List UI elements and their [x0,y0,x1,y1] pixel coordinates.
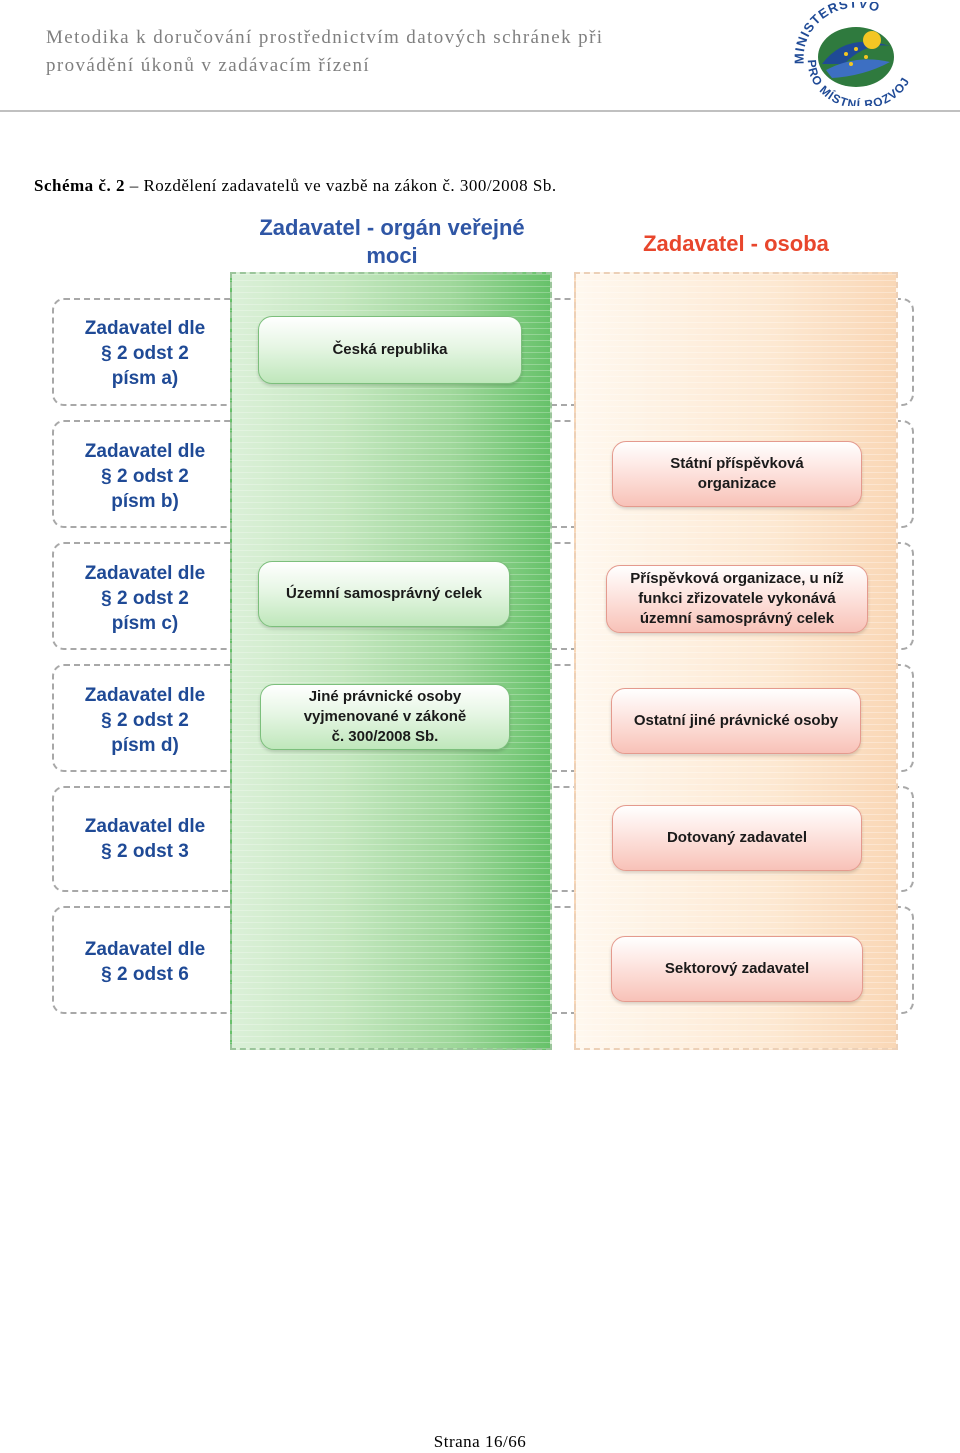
header-line-2: provádění úkonů v zadávacím řízení [46,55,371,76]
row-label-odst6: Zadavatel dle§ 2 odst 6 [84,939,206,985]
header-divider [0,110,960,112]
box-ceska-republika: Česká republika [258,316,522,384]
header-line-1: Metodika k doručování prostřednictvím da… [46,27,604,48]
column-public-authority [230,272,552,1050]
caption-label: Schéma č. 2 [34,176,125,195]
page-number: Strana 16/66 [433,1432,527,1451]
column-title-line-2: moci [366,243,418,268]
document-header: Metodika k doručování prostřednictvím da… [46,24,746,80]
box-dotovany-zadavatel: Dotovaný zadavatel [612,805,862,871]
figure-caption: Schéma č. 2 – Rozdělení zadavatelů ve va… [34,176,557,196]
caption-text: – Rozdělení zadavatelů ve vazbě na zákon… [124,176,557,195]
box-sektorovy-zadavatel: Sektorový zadavatel [611,936,863,1002]
row-label-odst3: Zadavatel dle§ 2 odst 3 [84,816,206,862]
column-title-public-authority: Zadavatel - orgán veřejné moci [236,214,548,270]
column-title-line-1: Zadavatel - orgán veřejné [259,215,525,240]
box-uzemni-samospravny-celek: Územní samosprávný celek [258,561,510,627]
column-person [574,272,898,1050]
column-title-person: Zadavatel - osoba [643,231,829,256]
box-ostatni-jine-pravnicke-osoby: Ostatní jiné právnické osoby [611,688,861,754]
ministry-logo: MINISTERSTVO PRO MÍSTNÍ ROZVOJ [792,2,912,106]
